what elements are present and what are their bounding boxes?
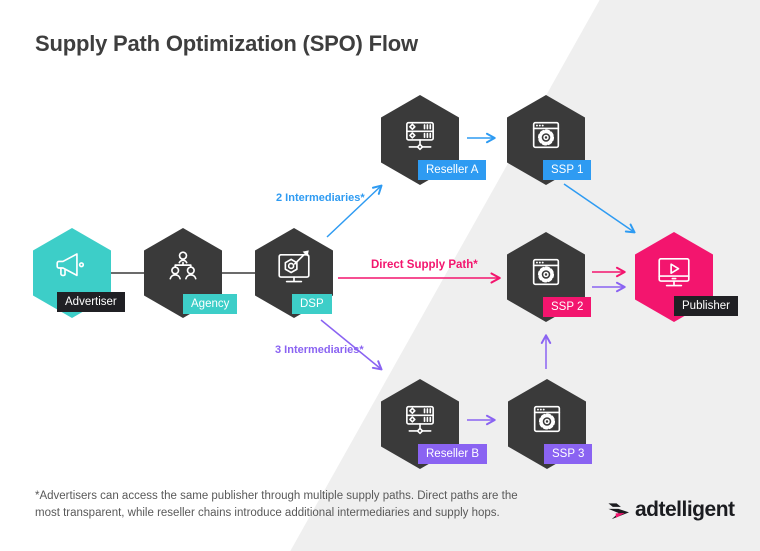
browser-gear-icon [523,249,569,295]
node-label-agency: Agency [183,294,238,314]
arrow-dsp-reseller-a [326,184,383,238]
node-ssp-3: SSP 3 [508,379,593,469]
server-icon [397,112,443,158]
path-label-2-intermediaries: 2 Intermediaries* [276,192,365,204]
node-ssp-1: SSP 1 [507,95,592,185]
browser-gear-icon [523,112,569,158]
browser-gear-icon [524,396,570,442]
arrow-ssp1-publisher [563,183,636,234]
node-label-ssp-1: SSP 1 [543,160,592,180]
node-label-ssp-2: SSP 2 [543,297,592,317]
node-ssp-2: SSP 2 [507,232,592,322]
node-label-publisher: Publisher [674,296,738,316]
adtelligent-logo-text: adtelligent [635,498,735,521]
node-reseller-b: Reseller B [381,379,488,469]
path-label-direct-supply-path: Direct Supply Path* [371,259,478,271]
path-label-3-intermediaries: 3 Intermediaries* [275,344,364,356]
arrow-dsp-reseller-b [320,319,383,371]
org-chart-icon [160,245,206,291]
node-publisher: Publisher [635,232,738,322]
node-label-reseller-b: Reseller B [418,444,488,464]
node-label-reseller-a: Reseller A [418,160,487,180]
monitor-target-icon [271,245,317,291]
node-reseller-a: Reseller A [381,95,487,185]
node-label-advertiser: Advertiser [57,292,125,312]
page-title: Supply Path Optimization (SPO) Flow [35,31,418,56]
footnote-line-1: *Advertisers can access the same publish… [35,490,518,502]
footnote-line-2: most transparent, while reseller chains … [35,507,500,519]
node-agency: Agency [144,228,238,318]
server-icon [397,396,443,442]
node-dsp: DSP [255,228,333,318]
footnote: *Advertisers can access the same publish… [35,488,518,522]
adtelligent-logo-mark-icon [608,502,629,519]
monitor-play-icon [651,249,697,295]
megaphone-icon [49,245,95,291]
node-advertiser: Advertiser [33,228,125,318]
node-label-ssp-3: SSP 3 [544,444,593,464]
adtelligent-logo: adtelligent [606,498,735,522]
node-label-dsp: DSP [292,294,332,314]
